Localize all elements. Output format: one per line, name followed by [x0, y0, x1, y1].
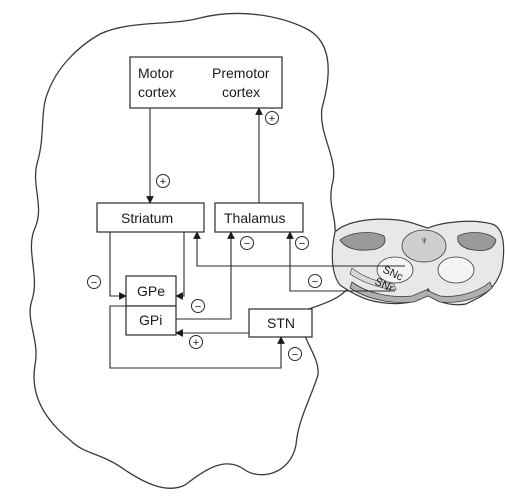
- sign-text: −: [91, 277, 97, 289]
- sign-minus-striatum-gpi: −: [191, 299, 205, 313]
- sign-plus-motor-striatum: +: [156, 174, 170, 188]
- cerebral-peduncle-left: [339, 232, 386, 251]
- sign-text: −: [195, 301, 201, 313]
- sign-minus-snc-striatum: −: [308, 274, 322, 288]
- sign-text: −: [292, 349, 298, 361]
- sign-plus-thalamus-cortex: +: [265, 111, 279, 125]
- striatum-box: [96, 202, 205, 233]
- brainstem-section: ♆ SNc SNr: [331, 218, 505, 306]
- gpe-to-stn-arrow: [109, 305, 285, 369]
- gpe-box: [125, 275, 177, 307]
- snc-to-striatum-arrow: [193, 231, 405, 267]
- sign-text: −: [312, 276, 318, 288]
- gpi-to-thalamus-arrow: [176, 231, 235, 320]
- sign-plus-stn-gpi: +: [189, 335, 203, 349]
- tegmentum: [401, 229, 447, 263]
- premotor-cortex-line2: cortex: [222, 84, 260, 100]
- snr-to-thalamus-arrow: [286, 231, 395, 292]
- aqueduct-mark: ♆: [420, 235, 428, 247]
- striatum-to-gpe-arrow: [109, 232, 127, 300]
- connections: [109, 107, 405, 369]
- motor-cortex-line2: cortex: [138, 84, 176, 100]
- snc-band: [349, 267, 397, 291]
- red-nucleus-right: [437, 256, 475, 284]
- striatum-to-gpi-arrow: [175, 232, 185, 300]
- sign-minus-striatum-gpe: −: [87, 275, 101, 289]
- cortex-box: [129, 56, 283, 109]
- sign-minus-snr-thalamus: −: [295, 236, 309, 250]
- premotor-cortex-line1: Premotor: [212, 65, 270, 81]
- sign-text: +: [160, 176, 166, 188]
- sign-minus-gpe-stn: −: [288, 347, 302, 361]
- motor-cortex-line1: Motor: [138, 65, 174, 81]
- stn-box: [248, 308, 313, 338]
- substantia-nigra-band: [349, 281, 493, 303]
- gpe-label: GPe: [137, 283, 165, 299]
- sign-text: +: [269, 113, 275, 125]
- sign-minus-gpi-thalamus: −: [240, 236, 254, 250]
- stn-label: STN: [267, 315, 295, 331]
- cerebral-peduncle-right: [457, 232, 497, 252]
- red-nucleus-left: [376, 256, 414, 284]
- thalamus-box: [214, 202, 304, 233]
- gpi-box: [125, 305, 177, 336]
- sign-text: +: [193, 337, 199, 349]
- gpi-label: GPi: [139, 312, 162, 328]
- sign-text: −: [244, 238, 250, 250]
- thalamus-label: Thalamus: [224, 210, 285, 226]
- striatum-label: Striatum: [121, 210, 173, 226]
- sign-text: −: [299, 238, 305, 250]
- brain-outline: [29, 12, 351, 489]
